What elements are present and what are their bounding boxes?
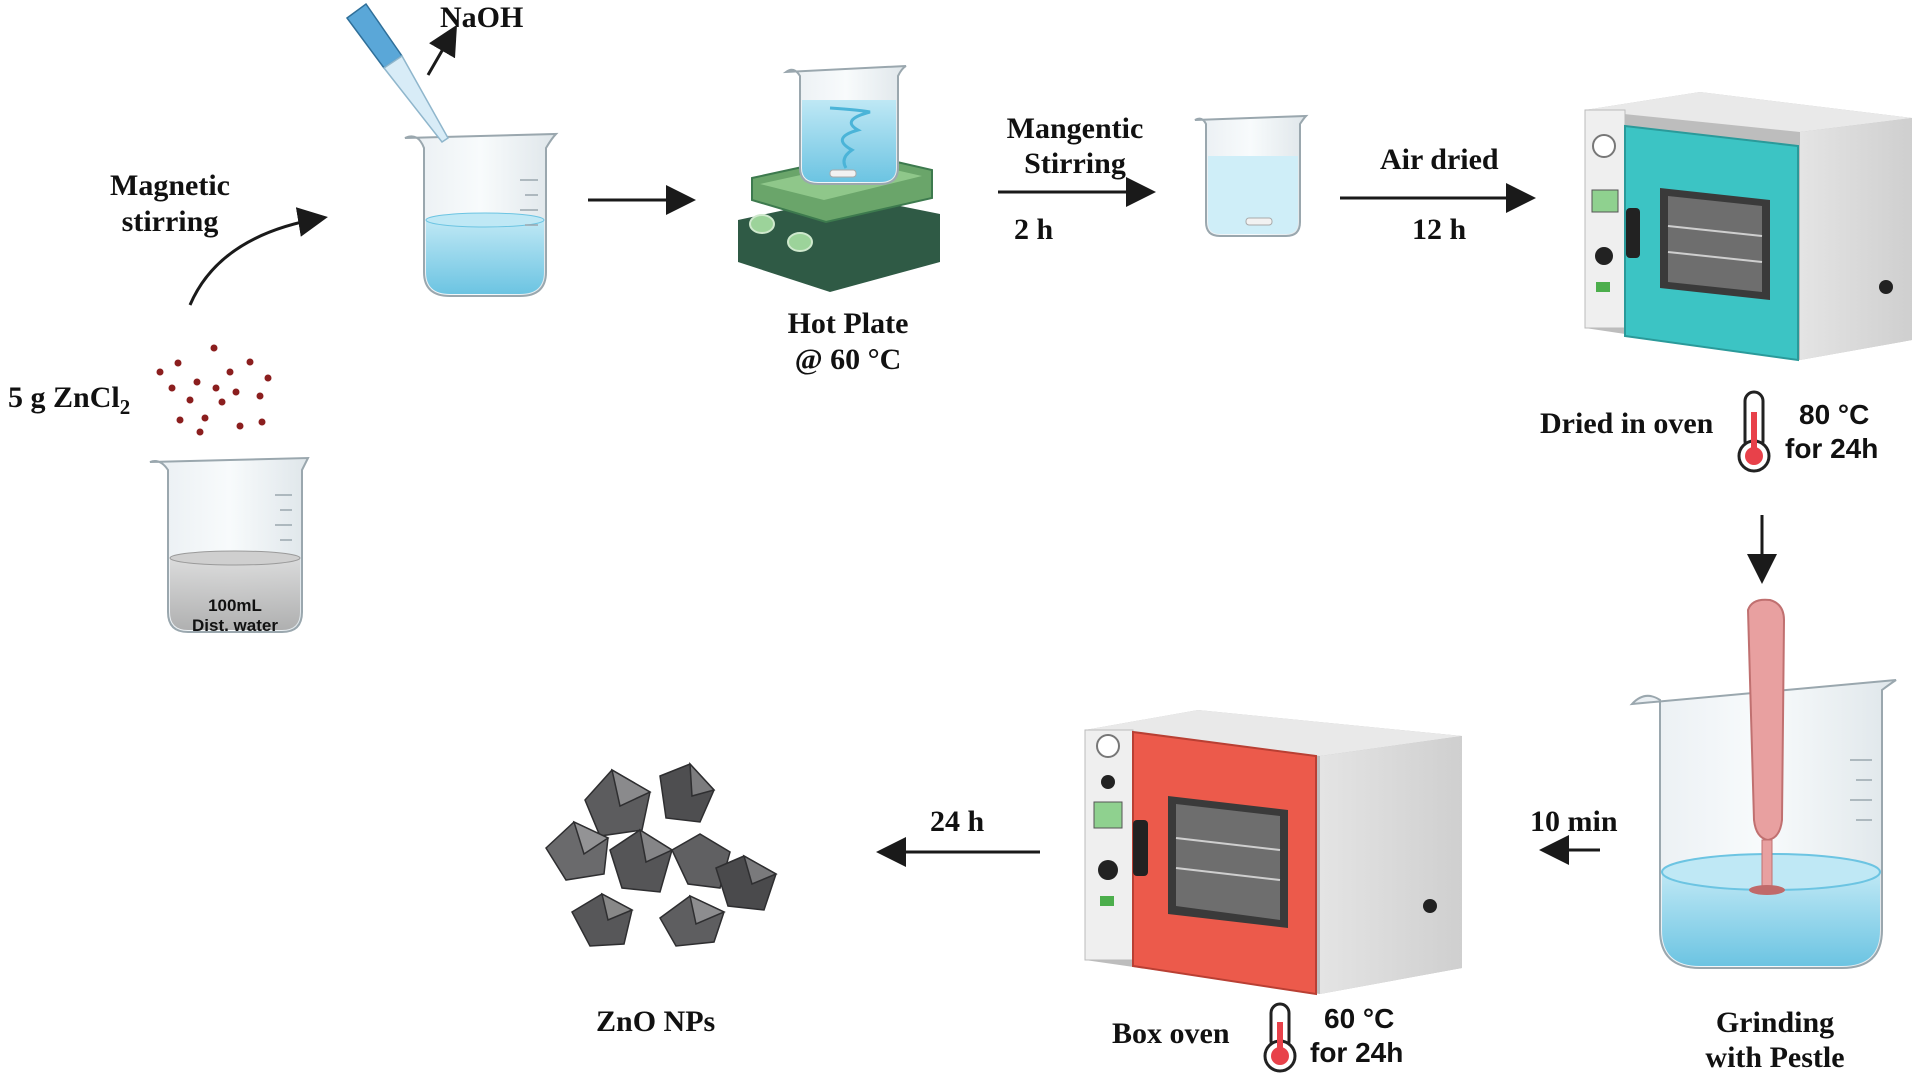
beaker-naoh-addition xyxy=(345,2,559,297)
label-for-24h: for 24h xyxy=(1785,432,1879,464)
label-time-2h: 2 h xyxy=(1014,213,1054,246)
zno-crystals xyxy=(545,761,778,947)
thermometer-icon xyxy=(1737,390,1771,473)
thermometer-icon-2 xyxy=(1263,1002,1297,1073)
label-time-12h: 12 h xyxy=(1412,213,1467,246)
label-grinding-text: Grinding xyxy=(1715,1006,1835,1039)
beaker-distilled-water xyxy=(149,456,310,633)
label-dried-in-oven: Dried in oven xyxy=(1540,407,1714,440)
label-80c: 80 °C xyxy=(1799,399,1870,430)
label-with-pestle: with Pestle xyxy=(1705,1040,1845,1074)
label-magnetic-stirring: Magnetic stirring xyxy=(90,168,250,240)
label-hot-plate: Hot Plate @ 60 °C xyxy=(758,306,938,378)
label-hot-plate-temp: @ 60 °C xyxy=(794,343,902,376)
label-stirring: stirring xyxy=(121,205,219,238)
label-oven-temp: 80 °C for 24h xyxy=(1785,398,1878,465)
pipette-icon xyxy=(345,2,449,144)
curved-arrow-stirring xyxy=(188,207,328,306)
label-box-for-24h: for 24h xyxy=(1310,1036,1404,1068)
label-dist-water: Dist. water xyxy=(192,616,278,636)
pestle-icon xyxy=(1746,598,1786,895)
zncl2-particles xyxy=(156,344,272,436)
label-time-24h: 24 h xyxy=(930,805,985,838)
label-naoh: NaOH xyxy=(440,1,524,34)
drying-oven-teal xyxy=(1584,92,1912,362)
label-hot-plate-text: Hot Plate xyxy=(787,307,909,340)
arrow-naoh xyxy=(426,24,458,76)
label-mangentic-stirring-2: Stirring xyxy=(1024,146,1126,180)
label-60c: 60 °C xyxy=(1324,1003,1395,1034)
label-box-oven: Box oven xyxy=(1112,1017,1230,1050)
hot-plate xyxy=(738,65,940,292)
label-grinding: Grinding with Pestle xyxy=(1680,1006,1870,1075)
label-zncl2-text: 5 g ZnCl xyxy=(8,381,120,414)
grinding-beaker-pestle xyxy=(1629,598,1897,969)
label-zno-nps: ZnO NPs xyxy=(596,1005,716,1038)
label-100ml: 100mL xyxy=(208,596,262,615)
label-mangentic-stirring: Mangentic Stirring xyxy=(990,112,1160,181)
label-magnetic: Magnetic xyxy=(110,169,230,202)
box-oven-red xyxy=(1084,710,1462,996)
label-box-temp: 60 °C for 24h xyxy=(1310,1002,1403,1069)
label-time-10min: 10 min xyxy=(1530,805,1618,838)
label-mangentic: Mangentic xyxy=(1006,112,1144,145)
label-zncl2: 5 g ZnCl2 xyxy=(8,380,130,420)
beaker-stirred xyxy=(1194,114,1309,237)
label-beaker-volume: 100mL Dist. water xyxy=(170,596,300,637)
label-air-dried: Air dried xyxy=(1380,143,1499,176)
label-zncl2-subscript: 2 xyxy=(119,395,131,419)
